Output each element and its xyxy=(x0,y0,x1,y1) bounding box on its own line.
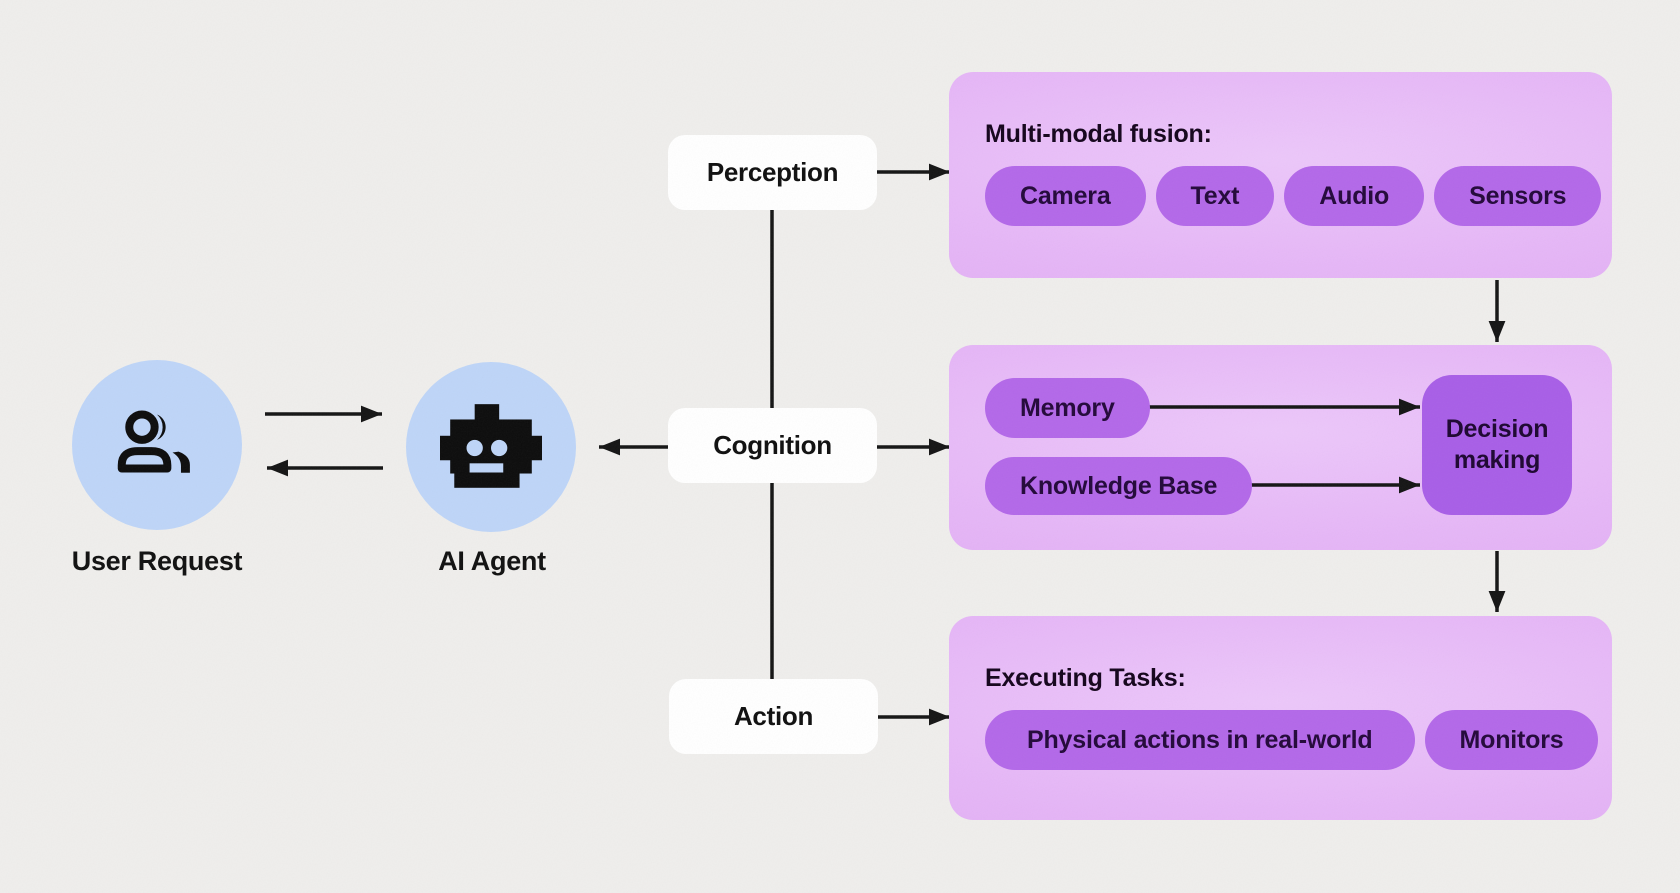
stage-action: Action xyxy=(669,679,878,754)
ai-agent-node xyxy=(406,362,576,532)
fusion-chip-row: Camera Text Audio Sensors xyxy=(985,166,1602,226)
stage-perception-label: Perception xyxy=(706,157,839,187)
stage-action-label: Action xyxy=(733,701,814,731)
chip-audio: Audio xyxy=(1284,166,1425,226)
multi-modal-fusion-panel: Multi-modal fusion: Camera Text Audio Se… xyxy=(949,72,1612,278)
executing-tasks-panel: Executing Tasks: Physical actions in rea… xyxy=(949,616,1612,820)
decision-making-box: Decision making xyxy=(1422,375,1572,515)
stage-cognition: Cognition xyxy=(668,408,877,483)
cognition-panel: Memory Knowledge Base Decision making xyxy=(949,345,1612,550)
chip-knowledge-base: Knowledge Base xyxy=(985,457,1253,515)
chip-camera: Camera xyxy=(985,166,1146,226)
chip-physical-actions: Physical actions in real-world xyxy=(985,710,1415,770)
chip-sensors: Sensors xyxy=(1434,166,1602,226)
chip-text: Text xyxy=(1155,166,1275,226)
robot-icon xyxy=(440,404,542,488)
action-chip-row: Physical actions in real-world Monitors xyxy=(985,710,1599,770)
chip-memory: Memory xyxy=(985,378,1150,438)
executing-tasks-title: Executing Tasks: xyxy=(985,664,1186,692)
chip-monitors: Monitors xyxy=(1424,710,1599,770)
user-group-icon xyxy=(117,410,190,473)
stage-cognition-label: Cognition xyxy=(713,430,832,460)
user-request-node xyxy=(72,360,242,530)
multi-modal-fusion-title: Multi-modal fusion: xyxy=(985,120,1212,148)
stage-perception: Perception xyxy=(668,135,877,210)
